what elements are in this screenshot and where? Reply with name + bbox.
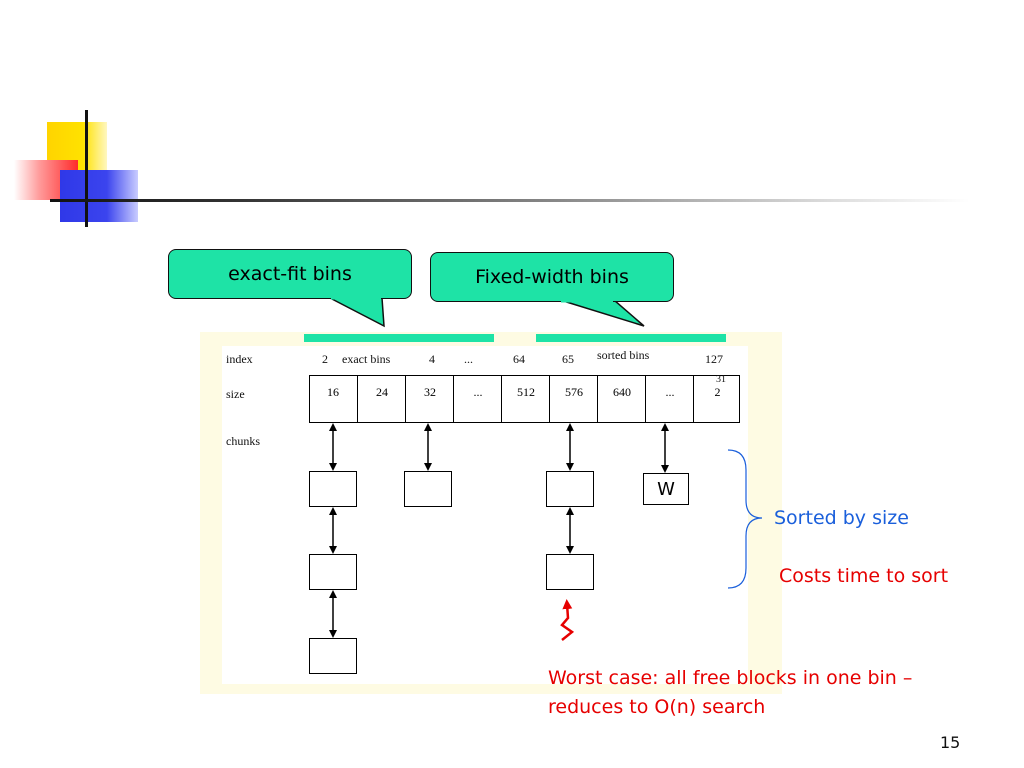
sorted-by-size-note: Sorted by size [774,507,909,529]
size-cell-value: 32 [424,385,436,399]
size-row-label: size [226,387,245,401]
chunk-box [546,471,594,507]
index-4: 4 [429,352,435,366]
size-cell: 512 [501,375,550,423]
size-row [309,375,740,423]
chunks-row-label: chunks [226,434,260,448]
chunk-box [404,471,452,507]
slide-number: 15 [940,733,961,752]
fixed-width-callout: Fixed-width bins [430,252,674,302]
chunk-box [309,554,357,590]
size-cell-value: ... [665,385,675,399]
size-cell-value: 512 [517,385,535,399]
size-cell-value: 640 [613,385,631,399]
costs-time-note: Costs time to sort [779,565,949,587]
index-2: 2 [322,352,328,366]
size-exponent: 31 [716,374,726,385]
index-ellipsis: ... [464,352,473,366]
sorted-bins-bar [536,334,726,342]
worst-case-line-1: Worst case: all free blocks in one bin – [548,667,913,689]
sorted-bins-label: sorted bins [597,348,650,362]
size-cell-value: ... [473,385,483,399]
index-127: 127 [705,352,723,366]
exact-bins-label: exact bins [342,352,391,366]
worst-case-line-2: reduces to O(n) search [548,696,766,718]
size-cell: 32 [405,375,454,423]
exact-bins-bar [304,334,494,342]
worst-case-note: Worst case: all free blocks in one bin –… [548,664,912,722]
size-cell: 16 [309,375,357,423]
size-cell: 2 [693,375,741,423]
index-65: 65 [562,352,574,366]
wilderness-chunk-letter: W [657,479,675,500]
size-cell: ... [645,375,694,423]
fixed-width-callout-text: Fixed-width bins [475,266,629,288]
exact-fit-callout: exact-fit bins [168,249,412,299]
chunk-box [309,638,357,674]
size-cell: 640 [597,375,646,423]
logo-blue-square [60,170,138,222]
chunk-box [546,554,594,590]
wilderness-chunk: W [643,473,689,505]
size-cell-value: 576 [565,385,583,399]
index-row-label: index [226,352,253,366]
chunk-box [309,471,357,507]
size-cell: ... [453,375,502,423]
size-cell: 24 [357,375,406,423]
logo-vertical-line [85,110,88,227]
size-cell-value: 24 [376,385,388,399]
size-cell-value: 2 [714,385,721,399]
title-divider-line [50,199,970,202]
exact-fit-callout-text: exact-fit bins [228,263,352,285]
size-cell: 576 [549,375,598,423]
index-64: 64 [513,352,525,366]
size-cell-value: 16 [327,385,339,399]
